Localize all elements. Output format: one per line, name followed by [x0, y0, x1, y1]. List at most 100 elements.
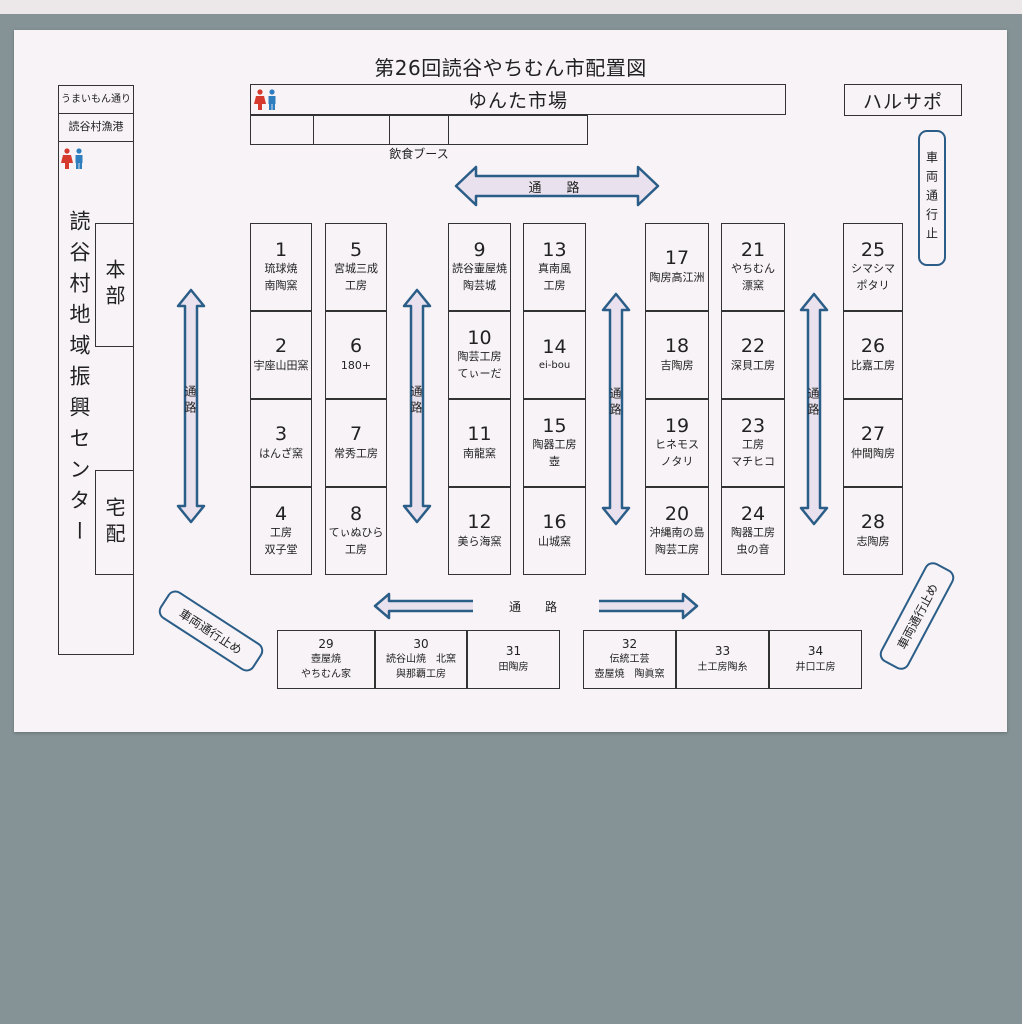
booth-number: 31 [505, 644, 522, 659]
booth-exhibitor-name: 工房 [543, 278, 566, 292]
booth-exhibitor-name: 虫の音 [736, 542, 770, 556]
booth-number: 5 [349, 238, 363, 261]
aisle-label-bottom: 通 路 [473, 596, 599, 616]
booth-number: 30 [413, 636, 429, 651]
booth-number: 9 [473, 238, 486, 261]
yunta-market: ゆんた市場 [250, 84, 786, 115]
restroom-icon [254, 89, 282, 111]
booth-number: 18 [664, 334, 690, 357]
booth-number: 3 [274, 422, 288, 445]
booth-number: 22 [740, 334, 766, 357]
booth-33: 33 土工房陶糸 [676, 630, 769, 689]
restroom-icon [61, 148, 89, 170]
food-booth-label: 飲食ブース [389, 147, 449, 161]
window-top-strip [0, 0, 1022, 14]
booth-number: 34 [807, 644, 824, 659]
aisle-label-vertical-3: 通路 [608, 387, 622, 419]
aisle-label-vertical-4: 通路 [806, 387, 820, 419]
booth-exhibitor-name: 深貝工房 [731, 358, 775, 372]
booth-number: 2 [274, 334, 288, 357]
booth-exhibitor-name: 土工房陶糸 [697, 661, 748, 673]
aisle-label-vertical-2: 通路 [409, 385, 423, 417]
harusapo-box: ハルサポ [844, 84, 962, 116]
booth-number: 6 [349, 334, 363, 357]
aisle-label-vertical-1: 通路 [183, 385, 197, 417]
booth-number: 13 [542, 238, 567, 261]
booth-exhibitor-name: 180+ [340, 358, 372, 372]
booth-number: 14 [542, 335, 567, 358]
booth-number: 16 [542, 510, 567, 533]
booth-exhibitor-name: 宮城三成 [334, 262, 378, 276]
booth-number: 8 [349, 502, 363, 525]
booth-exhibitor-name: 田陶房 [498, 661, 529, 673]
booth-number: 10 [467, 326, 492, 349]
booth-exhibitor-name: 陶器工房 [532, 438, 577, 452]
page-title: 第26回読谷やちむん市配置図 [374, 56, 647, 80]
no-vehicles-sign-right: 車両通行止め [876, 559, 958, 673]
booth-exhibitor-name: 南龍窯 [463, 446, 496, 460]
booth-exhibitor-name: ノタリ [660, 454, 694, 468]
booth-exhibitor-name: ei-bou [538, 360, 571, 372]
booth-number: 17 [664, 246, 690, 269]
food-booth-slot [448, 115, 588, 145]
aisle-arrow-vertical-1 [176, 288, 206, 524]
booth-number: 33 [714, 644, 731, 659]
booth-31: 31 田陶房 [467, 630, 560, 689]
booth-exhibitor-name: 宇座山田窯 [253, 358, 309, 372]
booth-exhibitor-name: はんざ窯 [259, 446, 303, 460]
booth-exhibitor-name: ポタリ [856, 278, 890, 292]
booth-exhibitor-name: やちむん家 [301, 669, 351, 681]
map-sheet: 第26回読谷やちむん市配置図 うまいもん通り 読谷村漁港 読谷村地域振興センター… [14, 30, 1007, 732]
aisle-arrow-vertical-3 [601, 292, 631, 526]
booth-exhibitor-name: 工房 [345, 542, 367, 556]
booth-exhibitor-name: 陶器工房 [731, 526, 775, 540]
delivery-box: 宅配 [95, 470, 134, 575]
no-vehicles-sign-left: 車両通行止め [155, 587, 267, 675]
fishing-port-label: 読谷村漁港 [58, 114, 134, 142]
booth-exhibitor-name: 工房 [742, 438, 764, 452]
aisle-arrow-vertical-2 [402, 288, 432, 524]
booth-exhibitor-name: 伝統工芸 [609, 654, 650, 666]
booth-exhibitor-name: 陶芸工房 [457, 350, 502, 364]
booth-exhibitor-name: 陶芸工房 [655, 542, 699, 556]
booth-exhibitor-name: 真南風 [538, 262, 571, 276]
booth-exhibitor-name: 沖縄南の島 [649, 526, 705, 540]
booth-number: 19 [664, 414, 690, 437]
booth-exhibitor-name: 井口工房 [795, 661, 836, 673]
booth-exhibitor-name: 美ら海窯 [457, 534, 502, 548]
booth-number: 29 [318, 636, 334, 651]
booth-exhibitor-name: 壺屋焼 陶眞窯 [594, 669, 665, 681]
booth-number: 28 [860, 510, 886, 533]
booth-exhibitor-name: てぃーだ [457, 366, 502, 380]
booth-34: 34 井口工房 [769, 630, 862, 689]
headquarters-box: 本部 [95, 223, 134, 347]
aisle-label-top: 通 路 [528, 180, 586, 196]
booth-14: 14 ei-bou [523, 311, 586, 399]
aisle-arrow-top [454, 165, 660, 207]
booth-number: 11 [467, 422, 492, 445]
street-label: うまいもん通り [58, 86, 134, 114]
booth-exhibitor-name: てぃぬひら [328, 526, 384, 540]
booth-number: 20 [664, 502, 690, 525]
booth-exhibitor-name: 山城窯 [538, 534, 571, 548]
booth-exhibitor-name: ヒネモス [655, 438, 699, 452]
booth-exhibitor-name: 琉球焼 [264, 262, 298, 276]
booth-number: 12 [467, 510, 492, 533]
